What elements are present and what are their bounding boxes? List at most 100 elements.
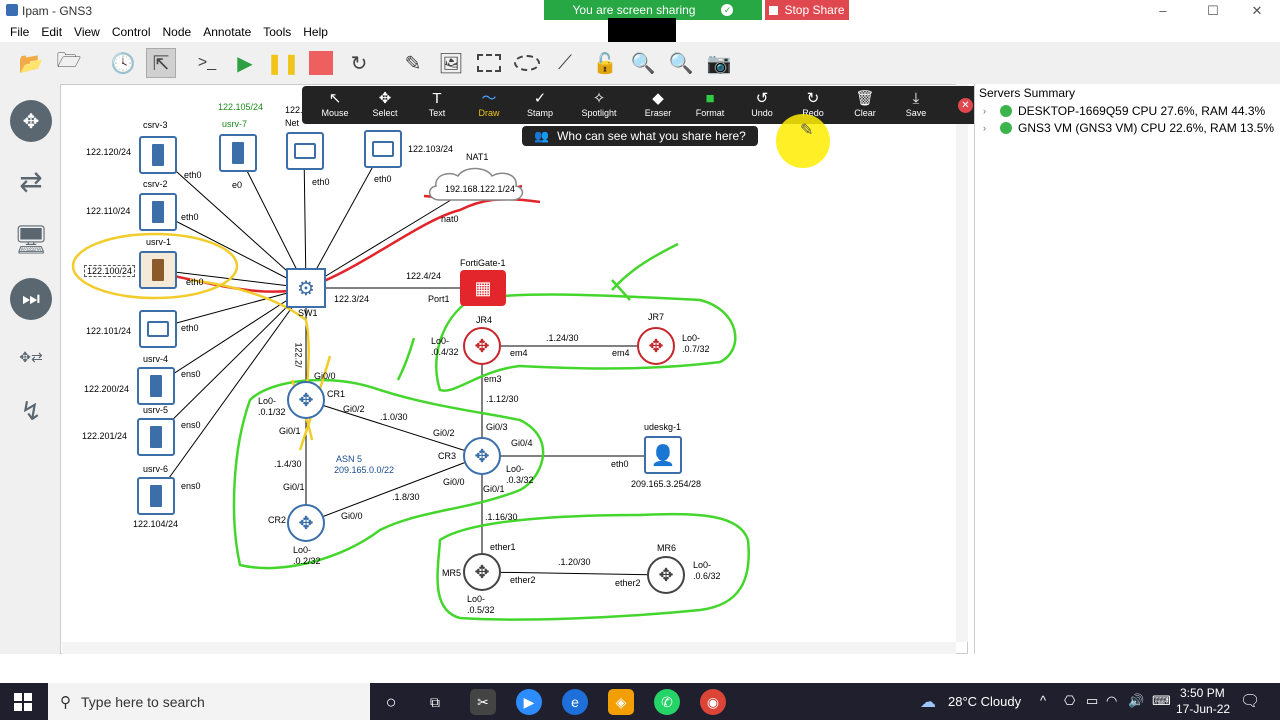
draw-rectangle-icon[interactable]: [474, 48, 504, 78]
stop-all-icon[interactable]: [306, 48, 336, 78]
undo-icon: ↺: [755, 90, 769, 107]
annotate-stamp-button[interactable]: ✓Stamp: [515, 90, 565, 118]
insert-picture-icon[interactable]: 🖼: [438, 52, 464, 75]
annotate-eraser-button[interactable]: ◆Eraser: [633, 90, 683, 118]
draw-line-icon[interactable]: ⟋: [558, 51, 572, 74]
expand-arrow-icon[interactable]: ›: [983, 106, 986, 116]
reload-icon[interactable]: ↻: [350, 52, 368, 75]
tray-chevron-icon[interactable]: ^: [1040, 693, 1047, 708]
clock-date[interactable]: 17-Jun-22: [1176, 702, 1231, 716]
clock-time[interactable]: 3:50 PM: [1180, 686, 1225, 700]
menu-edit[interactable]: Edit: [41, 25, 63, 39]
annotate-mouse-button[interactable]: ↖Mouse: [310, 90, 360, 118]
task-view-icon[interactable]: ⧉: [430, 693, 440, 710]
jr7-router-node[interactable]: ✥: [637, 327, 675, 365]
draw-ellipse-icon[interactable]: [512, 48, 542, 78]
tray-volume-icon[interactable]: 🔊: [1128, 693, 1145, 708]
edge-browser-icon[interactable]: e: [562, 689, 588, 715]
menu-tools[interactable]: Tools: [263, 25, 292, 39]
zoom-app-icon[interactable]: ▶: [516, 689, 542, 715]
netu-monitor-node[interactable]: [286, 132, 324, 170]
usrv-1-node[interactable]: [139, 251, 177, 289]
usrv-4-node[interactable]: [137, 367, 175, 405]
zoom-in-icon[interactable]: 🔍: [630, 52, 656, 75]
server-row[interactable]: › DESKTOP-1669Q59 CPU 27.6%, RAM 44.3%: [983, 104, 1265, 118]
annotate-draw-button[interactable]: 〜Draw: [464, 90, 514, 118]
annotate-select-button[interactable]: ✥Select: [360, 90, 410, 118]
tray-network-icon[interactable]: ⎔: [1064, 693, 1076, 708]
show-interface-labels-icon[interactable]: ⇱: [146, 48, 176, 78]
annotate-clear-button[interactable]: 🗑Clear: [840, 90, 890, 118]
expand-arrow-icon[interactable]: ›: [983, 123, 986, 133]
udeskg-1-node[interactable]: 👤: [644, 436, 682, 474]
tray-wifi-icon[interactable]: ◠: [1106, 693, 1118, 708]
windows-start-icon[interactable]: [14, 693, 32, 711]
zoom-out-icon[interactable]: 🔍: [668, 52, 694, 75]
virtualbox-icon[interactable]: ◈: [608, 689, 634, 715]
routers-category-icon[interactable]: ✥: [10, 100, 52, 142]
monitor-node-2[interactable]: [364, 130, 402, 168]
end-devices-category-icon[interactable]: 🖥: [10, 218, 52, 260]
udesk-1-node[interactable]: [139, 310, 177, 348]
menu-file[interactable]: File: [10, 25, 30, 39]
notifications-icon[interactable]: 🗨: [1240, 693, 1261, 710]
menu-help[interactable]: Help: [303, 25, 328, 39]
minimize-button[interactable]: –: [1159, 3, 1167, 18]
stop-share-button[interactable]: Stop Share: [765, 0, 849, 20]
usrv-6-node[interactable]: [137, 477, 175, 515]
taskbar-search[interactable]: ⚲ Type here to search: [48, 683, 370, 720]
annotate-save-button[interactable]: ⤓Save: [891, 90, 941, 118]
server-row[interactable]: › GNS3 VM (GNS3 VM) CPU 22.6%, RAM 13.5%: [983, 121, 1274, 135]
chrome-icon[interactable]: ◉: [700, 689, 726, 715]
vertical-scrollbar[interactable]: [956, 84, 968, 642]
close-annotation-icon[interactable]: ✕: [958, 98, 973, 113]
security-devices-category-icon[interactable]: ⏭: [10, 278, 52, 320]
maximize-button[interactable]: ☐: [1207, 3, 1219, 18]
cr3-router-node[interactable]: ✥: [463, 437, 501, 475]
jr4-router-node[interactable]: ✥: [463, 327, 501, 365]
open-project-icon[interactable]: 🗁: [56, 50, 82, 72]
annotate-spotlight-button[interactable]: ✧Spotlight: [574, 90, 624, 118]
menu-annotate[interactable]: Annotate: [203, 25, 252, 39]
all-devices-category-icon[interactable]: ✥⇄: [10, 336, 52, 378]
annotate-undo-button[interactable]: ↺Undo: [737, 90, 787, 118]
cr1-router-node[interactable]: ✥: [287, 381, 325, 419]
suspend-all-icon[interactable]: ❚❚: [266, 52, 300, 75]
start-all-icon[interactable]: ▶: [237, 52, 253, 75]
annotate-redo-button[interactable]: ↻Redo: [788, 90, 838, 118]
menu-control[interactable]: Control: [111, 25, 151, 39]
horizontal-scrollbar[interactable]: [62, 642, 956, 654]
sw1-switch-node[interactable]: ⚙: [286, 268, 326, 308]
weather-text[interactable]: 28°C Cloudy: [948, 694, 1022, 709]
menu-view[interactable]: View: [74, 25, 100, 39]
usrv-5-node[interactable]: [137, 418, 175, 456]
tray-battery-icon[interactable]: ▭: [1086, 693, 1099, 708]
screenshot-camera-icon[interactable]: 📷: [706, 52, 732, 75]
add-note-icon[interactable]: ✎: [404, 52, 422, 75]
snapshot-clock-icon[interactable]: 🕓: [110, 52, 136, 75]
tray-language-icon[interactable]: ⌨: [1152, 693, 1171, 708]
add-link-icon[interactable]: ↯: [10, 390, 52, 432]
new-project-icon[interactable]: 📂: [18, 52, 44, 75]
console-icon[interactable]: >_: [197, 54, 217, 71]
cr2-lo: Lo0-: [293, 545, 312, 555]
close-button[interactable]: ✕: [1251, 3, 1263, 18]
cr3-gi01: Gi0/1: [483, 484, 505, 494]
mr5-router-node[interactable]: ✥: [463, 553, 501, 591]
menu-node[interactable]: Node: [162, 25, 192, 39]
who-can-see-button[interactable]: 👥 Who can see what you share here?: [522, 126, 758, 146]
link-sw1-net: [303, 151, 307, 289]
usrv-7-node[interactable]: [219, 134, 257, 172]
csrv-2-node[interactable]: [139, 193, 177, 231]
cortana-icon[interactable]: ○: [385, 691, 397, 712]
cr2-router-node[interactable]: ✥: [287, 504, 325, 542]
mr6-router-node[interactable]: ✥: [647, 556, 685, 594]
annotate-format-button[interactable]: ■Format: [685, 90, 735, 118]
fortigate-firewall-node[interactable]: ▦: [460, 270, 506, 306]
csrv-3-node[interactable]: [139, 136, 177, 174]
whatsapp-icon[interactable]: ✆: [654, 689, 680, 715]
switches-category-icon[interactable]: ⇄: [10, 160, 52, 202]
snipping-tool-icon[interactable]: ✂: [470, 689, 496, 715]
lock-icon[interactable]: 🔓: [592, 52, 618, 75]
